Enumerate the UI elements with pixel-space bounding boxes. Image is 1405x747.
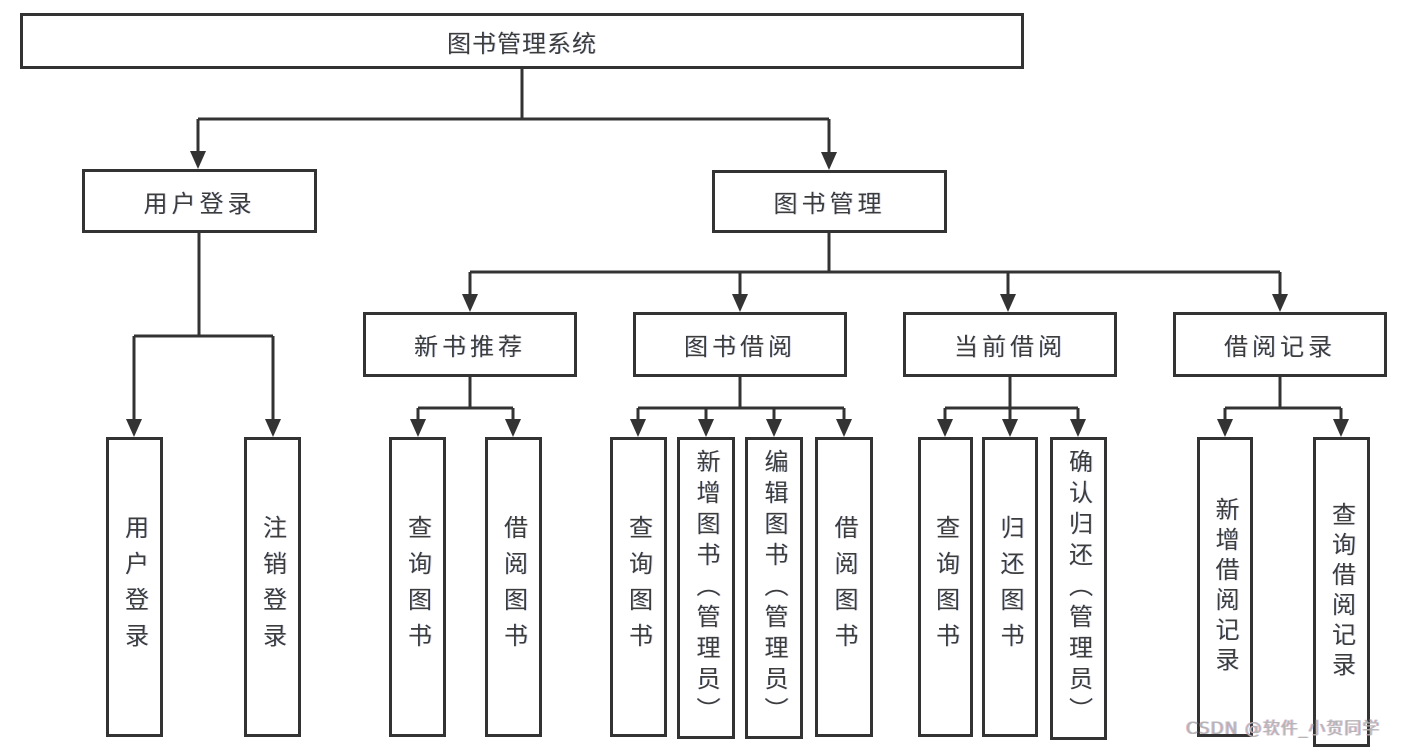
- arrow-down-icon: [1272, 294, 1288, 312]
- leaf-borrow-borrow-book: 借阅图书: [815, 437, 873, 737]
- leaf-current-query-book: 查询图书: [918, 437, 973, 737]
- leaf-query-borrow-record: 查询借阅记录: [1313, 437, 1370, 747]
- arrow-down-icon: [937, 419, 953, 437]
- node-user-login: 用户登录: [82, 169, 317, 233]
- node-library-system: 图书管理系统: [20, 13, 1024, 69]
- csdn-watermark: CSDN @软件_小贺同学: [1186, 719, 1381, 739]
- arrow-down-icon: [1000, 294, 1016, 312]
- leaf-recommend-query-book: 查询图书: [389, 437, 446, 737]
- node-book-borrow: 图书借阅: [633, 312, 847, 377]
- arrow-down-icon: [505, 419, 521, 437]
- arrow-down-icon: [1333, 419, 1349, 437]
- connectors-user-login: [126, 233, 281, 437]
- arrow-down-icon: [190, 151, 206, 169]
- leaf-return-book: 归还图书: [982, 437, 1038, 737]
- arrow-down-icon: [462, 294, 478, 312]
- node-current-borrow: 当前借阅: [903, 312, 1117, 377]
- arrow-down-icon: [1002, 419, 1018, 437]
- node-book-management: 图书管理: [712, 170, 947, 233]
- leaf-logout: 注销登录: [244, 437, 301, 737]
- connectors-book-management: [462, 233, 1288, 312]
- arrow-down-icon: [265, 419, 281, 437]
- arrow-down-icon: [410, 419, 426, 437]
- connectors-root: [190, 69, 837, 170]
- connectors-current-borrow: [937, 377, 1086, 437]
- arrow-down-icon: [1217, 419, 1233, 437]
- leaf-borrow-query-book: 查询图书: [610, 437, 667, 737]
- arrow-down-icon: [630, 419, 646, 437]
- leaf-user-login: 用户登录: [106, 437, 163, 737]
- arrow-down-icon: [126, 419, 142, 437]
- leaf-edit-book-admin: 编辑图书（管理员）: [745, 437, 803, 739]
- arrow-down-icon: [698, 419, 714, 437]
- connectors-new-book-recommend: [410, 377, 521, 437]
- leaf-recommend-borrow-book: 借阅图书: [485, 437, 542, 737]
- connectors-borrow-record: [1217, 377, 1349, 437]
- leaf-add-book-admin: 新增图书（管理员）: [677, 437, 735, 739]
- arrow-down-icon: [821, 152, 837, 170]
- arrow-down-icon: [732, 294, 748, 312]
- node-borrow-record: 借阅记录: [1173, 312, 1387, 377]
- node-new-book-recommend: 新书推荐: [363, 312, 577, 377]
- arrow-down-icon: [836, 419, 852, 437]
- arrow-down-icon: [1070, 419, 1086, 437]
- connectors-book-borrow: [630, 377, 852, 437]
- leaf-confirm-return-admin: 确认归还（管理员）: [1050, 437, 1107, 740]
- leaf-add-borrow-record: 新增借阅记录: [1197, 437, 1253, 737]
- arrow-down-icon: [766, 419, 782, 437]
